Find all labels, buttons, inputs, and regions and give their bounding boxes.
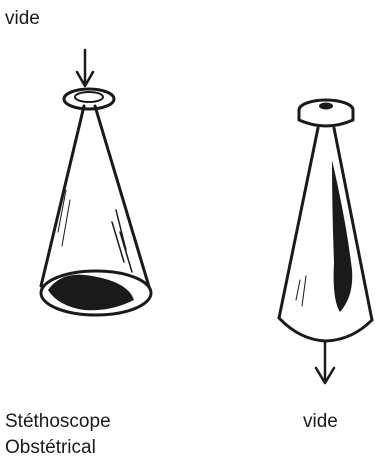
stethoscope-right-icon <box>279 100 372 383</box>
stethoscope-left-icon <box>41 50 151 315</box>
label-vide-bottom: vide <box>303 409 338 435</box>
stethoscope-name: Stéthoscope Obstétrical <box>5 409 111 461</box>
arrow-down-in-icon <box>77 50 93 86</box>
stethoscope-name-line2: Obstétrical <box>5 435 111 461</box>
stethoscope-name-line1: Stéthoscope <box>5 409 111 435</box>
arrow-down-out-icon <box>316 342 334 383</box>
